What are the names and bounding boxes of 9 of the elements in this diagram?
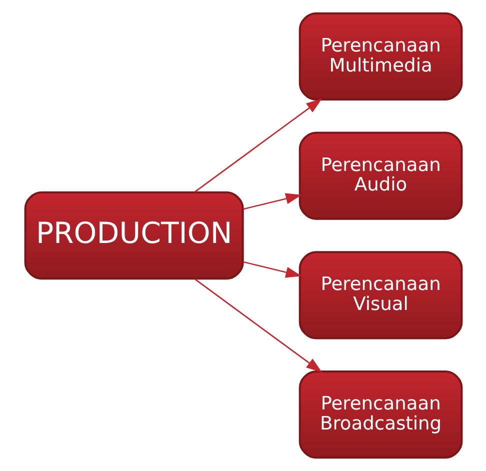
node-box: Perencanaan Audio (298, 132, 462, 220)
node-box: PRODUCTION (24, 191, 244, 280)
node-box: Perencanaan Multimedia (298, 12, 462, 101)
node-box: Perencanaan Visual (298, 251, 462, 340)
arrow (242, 261, 302, 278)
node-box: Perencanaan Broadcasting (298, 370, 462, 459)
arrow (194, 98, 322, 193)
arrow (242, 193, 302, 210)
arrow (194, 278, 322, 372)
